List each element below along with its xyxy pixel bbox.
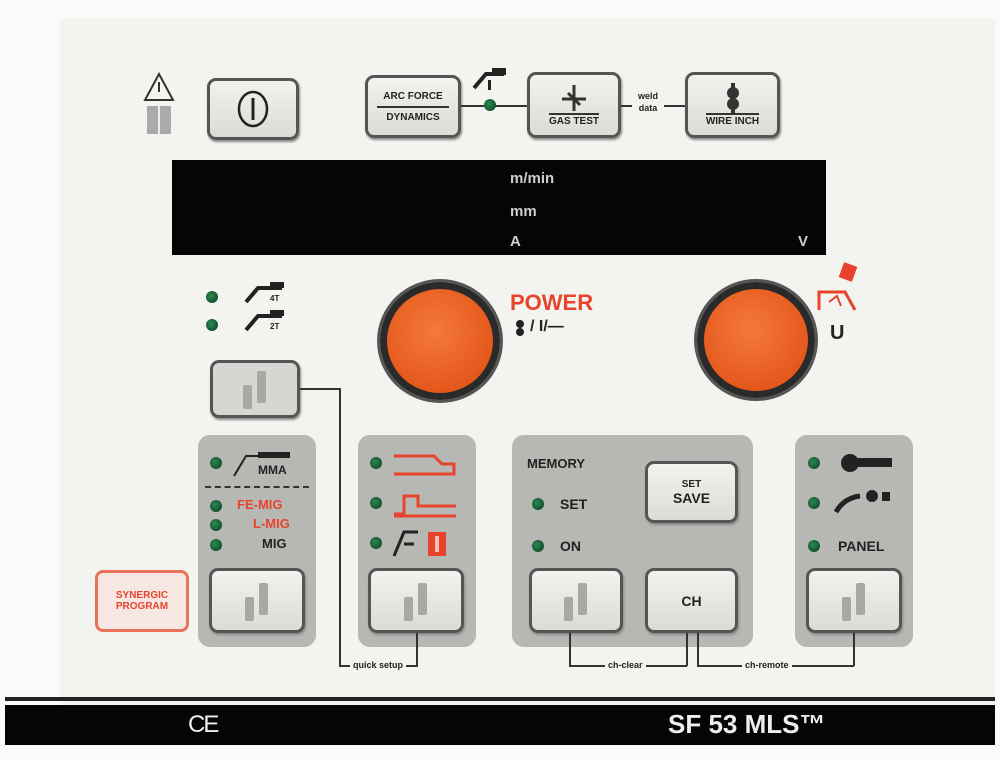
mig-label: MIG — [262, 536, 287, 551]
select-arrow-icon — [556, 579, 596, 623]
voltage-label: U — [830, 322, 845, 344]
power-on-off-button[interactable] — [207, 78, 299, 140]
set-save-label: SAVE — [672, 489, 711, 506]
led-memory-on — [532, 540, 544, 552]
unit-wire-speed: m/min — [510, 170, 555, 187]
display: m/min mm A V — [172, 160, 826, 255]
wire-inch-label: WIRE INCH — [705, 113, 760, 127]
weld-mode-select-button[interactable] — [368, 568, 464, 633]
panel-label: PANEL — [838, 538, 885, 554]
remote-torch-icon — [833, 490, 890, 514]
torch-4t-icon — [244, 282, 284, 304]
led-mode-2 — [370, 497, 382, 509]
control-select-button[interactable] — [806, 568, 902, 633]
connector-line — [853, 633, 855, 666]
connector-line — [697, 633, 699, 666]
arc-voltage-icon — [817, 262, 858, 311]
memory-set-label: SET — [560, 496, 588, 512]
power-icon — [237, 90, 269, 128]
ch-button[interactable]: CH — [645, 568, 738, 633]
voltage-knob[interactable] — [697, 282, 815, 398]
ch-label: CH — [681, 592, 702, 609]
memory-on-label: ON — [560, 538, 581, 554]
machine-control-icon — [841, 454, 892, 472]
unit-current: A — [510, 233, 521, 250]
led-mode-3 — [370, 537, 382, 549]
power-sublabel: / I/— — [530, 318, 564, 335]
dynamics-label: DYNAMICS — [386, 111, 440, 123]
led-remote-torch — [808, 497, 820, 509]
led-mode-1 — [370, 457, 382, 469]
wire-spool-icon — [516, 320, 524, 336]
select-arrow-icon — [235, 367, 275, 411]
gas-test-button[interactable]: GAS TEST — [527, 72, 621, 138]
continuous-weld-icon — [394, 454, 456, 476]
memory-title: MEMORY — [527, 456, 586, 471]
led-mma — [210, 457, 222, 469]
ce-mark: CE — [188, 711, 219, 738]
unit-voltage: V — [798, 233, 809, 250]
unit-thickness: mm — [510, 203, 537, 220]
weld-data-label: weld data — [632, 90, 664, 114]
footer-divider — [5, 697, 995, 701]
synergic-program-label: SYNERGIC PROGRAM — [115, 590, 169, 612]
spot-interval-icon — [392, 530, 446, 557]
gas-valve-icon — [562, 85, 586, 111]
led-4t — [206, 291, 218, 303]
set-save-top-label: SET — [681, 478, 702, 490]
connector-line — [416, 633, 418, 666]
crater-fill-icon — [394, 494, 456, 518]
connector-line — [569, 633, 571, 666]
torch-2t-icon — [244, 310, 284, 332]
label-2t: 2T — [270, 322, 280, 331]
led-2t — [206, 319, 218, 331]
power-label: POWER — [510, 290, 594, 315]
connector-line — [300, 388, 340, 390]
synergic-program-label-box: SYNERGIC PROGRAM — [95, 570, 189, 632]
led-local — [808, 457, 820, 469]
warning-manual-icon — [143, 72, 175, 134]
l-mig-label: L-MIG — [253, 516, 290, 531]
arc-force-dynamics-button[interactable]: ARC FORCE DYNAMICS — [365, 75, 461, 138]
process-select-button[interactable] — [209, 568, 305, 633]
led-fe-mig — [210, 500, 222, 512]
set-save-button[interactable]: SET SAVE — [645, 461, 738, 523]
trigger-mode-select-button[interactable] — [210, 360, 300, 418]
label-4t: 4T — [270, 294, 280, 303]
ch-clear-label: ch-clear — [605, 660, 646, 670]
electrode-icon — [233, 452, 290, 477]
led-panel — [808, 540, 820, 552]
gas-test-label: GAS TEST — [548, 113, 599, 127]
arc-force-label: ARC FORCE — [383, 90, 443, 102]
led-memory-set — [532, 498, 544, 510]
mma-label: MMA — [258, 463, 287, 477]
power-knob[interactable] — [380, 282, 500, 400]
ch-remote-label: ch-remote — [742, 660, 792, 670]
connector-line — [686, 633, 688, 666]
wire-spool-icon — [726, 83, 739, 113]
quick-setup-label: quick setup — [350, 660, 407, 670]
wire-inch-button[interactable]: WIRE INCH — [685, 72, 780, 138]
select-arrow-icon — [396, 579, 436, 623]
select-arrow-icon — [834, 579, 874, 623]
torch-led — [484, 99, 496, 111]
torch-icon — [472, 68, 506, 90]
memory-select-button[interactable] — [529, 568, 623, 633]
divider — [205, 486, 309, 488]
led-mig — [210, 539, 222, 551]
select-arrow-icon — [237, 579, 277, 623]
connector-line — [339, 388, 341, 666]
fe-mig-label: FE-MIG — [237, 497, 283, 512]
model-name: SF 53 MLS™ — [668, 709, 826, 739]
footer-bar: CE SF 53 MLS™ — [5, 705, 995, 745]
led-l-mig — [210, 519, 222, 531]
